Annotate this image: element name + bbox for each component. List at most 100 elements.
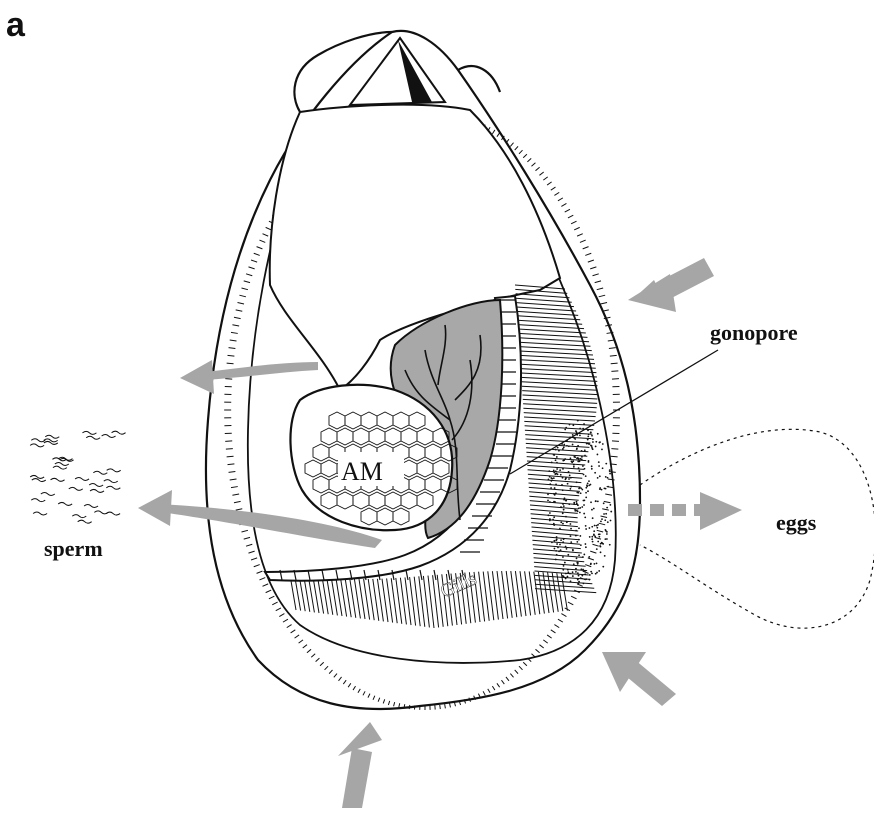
egg-dot <box>597 454 599 456</box>
growth-tick <box>232 494 239 495</box>
growth-tick <box>515 670 518 674</box>
growth-tick <box>450 703 451 707</box>
egg-dot <box>553 493 555 495</box>
growth-tick <box>231 332 238 333</box>
sperm-cell <box>106 486 120 489</box>
egg-dot <box>562 512 564 514</box>
sperm-cell <box>32 479 46 482</box>
growth-tick <box>595 537 601 539</box>
egg-dot <box>563 538 565 540</box>
growth-tick <box>246 544 252 546</box>
growth-tick <box>599 523 605 525</box>
sperm-cell <box>30 475 44 478</box>
growth-tick <box>543 640 547 643</box>
egg-dot <box>556 456 558 458</box>
growth-tick <box>343 680 346 684</box>
egg-dot <box>561 484 563 486</box>
lamella-line <box>516 294 570 298</box>
egg-dot <box>587 483 589 485</box>
egg-dot <box>565 500 567 502</box>
adductor-muscle-label: AM <box>341 457 383 486</box>
lamella-line <box>525 435 591 439</box>
egg-dot <box>572 424 574 426</box>
egg-dot <box>560 506 562 508</box>
growth-tick <box>580 240 586 242</box>
arrow-in-bottom <box>338 722 382 808</box>
growth-tick <box>601 302 608 304</box>
egg-dot <box>585 487 587 489</box>
growth-tick <box>602 509 609 510</box>
egg-dot <box>585 578 587 580</box>
egg-dot <box>555 470 557 472</box>
lamella-line <box>522 386 598 390</box>
egg-dot <box>559 469 561 471</box>
egg-dot <box>609 469 611 471</box>
egg-dot <box>590 431 592 433</box>
growth-tick <box>571 221 576 224</box>
egg-dot <box>565 427 567 429</box>
growth-tick <box>227 456 234 457</box>
egg-dot <box>597 541 599 543</box>
egg-dot <box>572 571 574 573</box>
egg-dot <box>547 514 549 516</box>
growth-tick <box>554 625 559 628</box>
egg-dot <box>577 504 579 506</box>
gill-segment <box>434 570 436 580</box>
lamella-line <box>528 479 581 483</box>
egg-dot <box>589 536 591 538</box>
growth-tick <box>547 182 552 185</box>
egg-dot <box>554 487 556 489</box>
growth-tick <box>568 215 573 218</box>
growth-tick <box>536 167 540 170</box>
sperm-cell <box>69 487 83 490</box>
growth-tick <box>339 677 342 681</box>
growth-tick <box>497 133 500 137</box>
egg-dot <box>553 454 555 456</box>
egg-dot <box>589 579 591 581</box>
growth-tick <box>242 288 248 290</box>
egg-dot <box>547 499 549 501</box>
lamella-line <box>519 347 592 351</box>
lamella-line <box>517 307 577 311</box>
lamella-line <box>533 549 582 553</box>
sperm-cell <box>102 435 116 438</box>
egg-dot <box>557 447 559 449</box>
growth-tick <box>609 348 616 349</box>
egg-dot <box>548 478 550 480</box>
egg-dot <box>600 543 602 545</box>
growth-tick <box>266 590 272 593</box>
egg-dot <box>569 488 571 490</box>
growth-tick <box>257 571 263 573</box>
egg-dot <box>550 480 552 482</box>
lamella-line <box>530 509 577 513</box>
egg-dot <box>563 505 565 507</box>
egg-dot <box>577 461 579 463</box>
egg-dot <box>600 546 602 548</box>
egg-dot <box>576 510 578 512</box>
egg-dot <box>605 476 607 478</box>
growth-tick <box>488 689 490 693</box>
growth-tick <box>483 691 485 695</box>
growth-tick <box>348 683 351 687</box>
gonopore-pointer <box>510 350 718 474</box>
egg-dot <box>578 507 580 509</box>
egg-dot <box>600 551 602 553</box>
growth-tick <box>497 683 500 687</box>
sperm-cell <box>90 489 104 492</box>
growth-tick <box>565 209 570 212</box>
egg-dot <box>603 487 605 489</box>
egg-dot <box>553 469 555 471</box>
egg-dot <box>582 556 584 558</box>
egg-dot <box>551 541 553 543</box>
growth-tick <box>236 509 243 510</box>
sperm-cell <box>86 436 100 439</box>
growth-tick <box>536 649 540 652</box>
egg-dot <box>583 582 585 584</box>
egg-dot <box>578 539 580 541</box>
egg-dot <box>591 509 593 511</box>
arrow-in-lower-right <box>602 652 676 706</box>
egg-dot <box>582 465 584 467</box>
growth-tick <box>283 619 288 622</box>
lamella-line <box>532 536 579 540</box>
egg-dot <box>570 528 572 530</box>
